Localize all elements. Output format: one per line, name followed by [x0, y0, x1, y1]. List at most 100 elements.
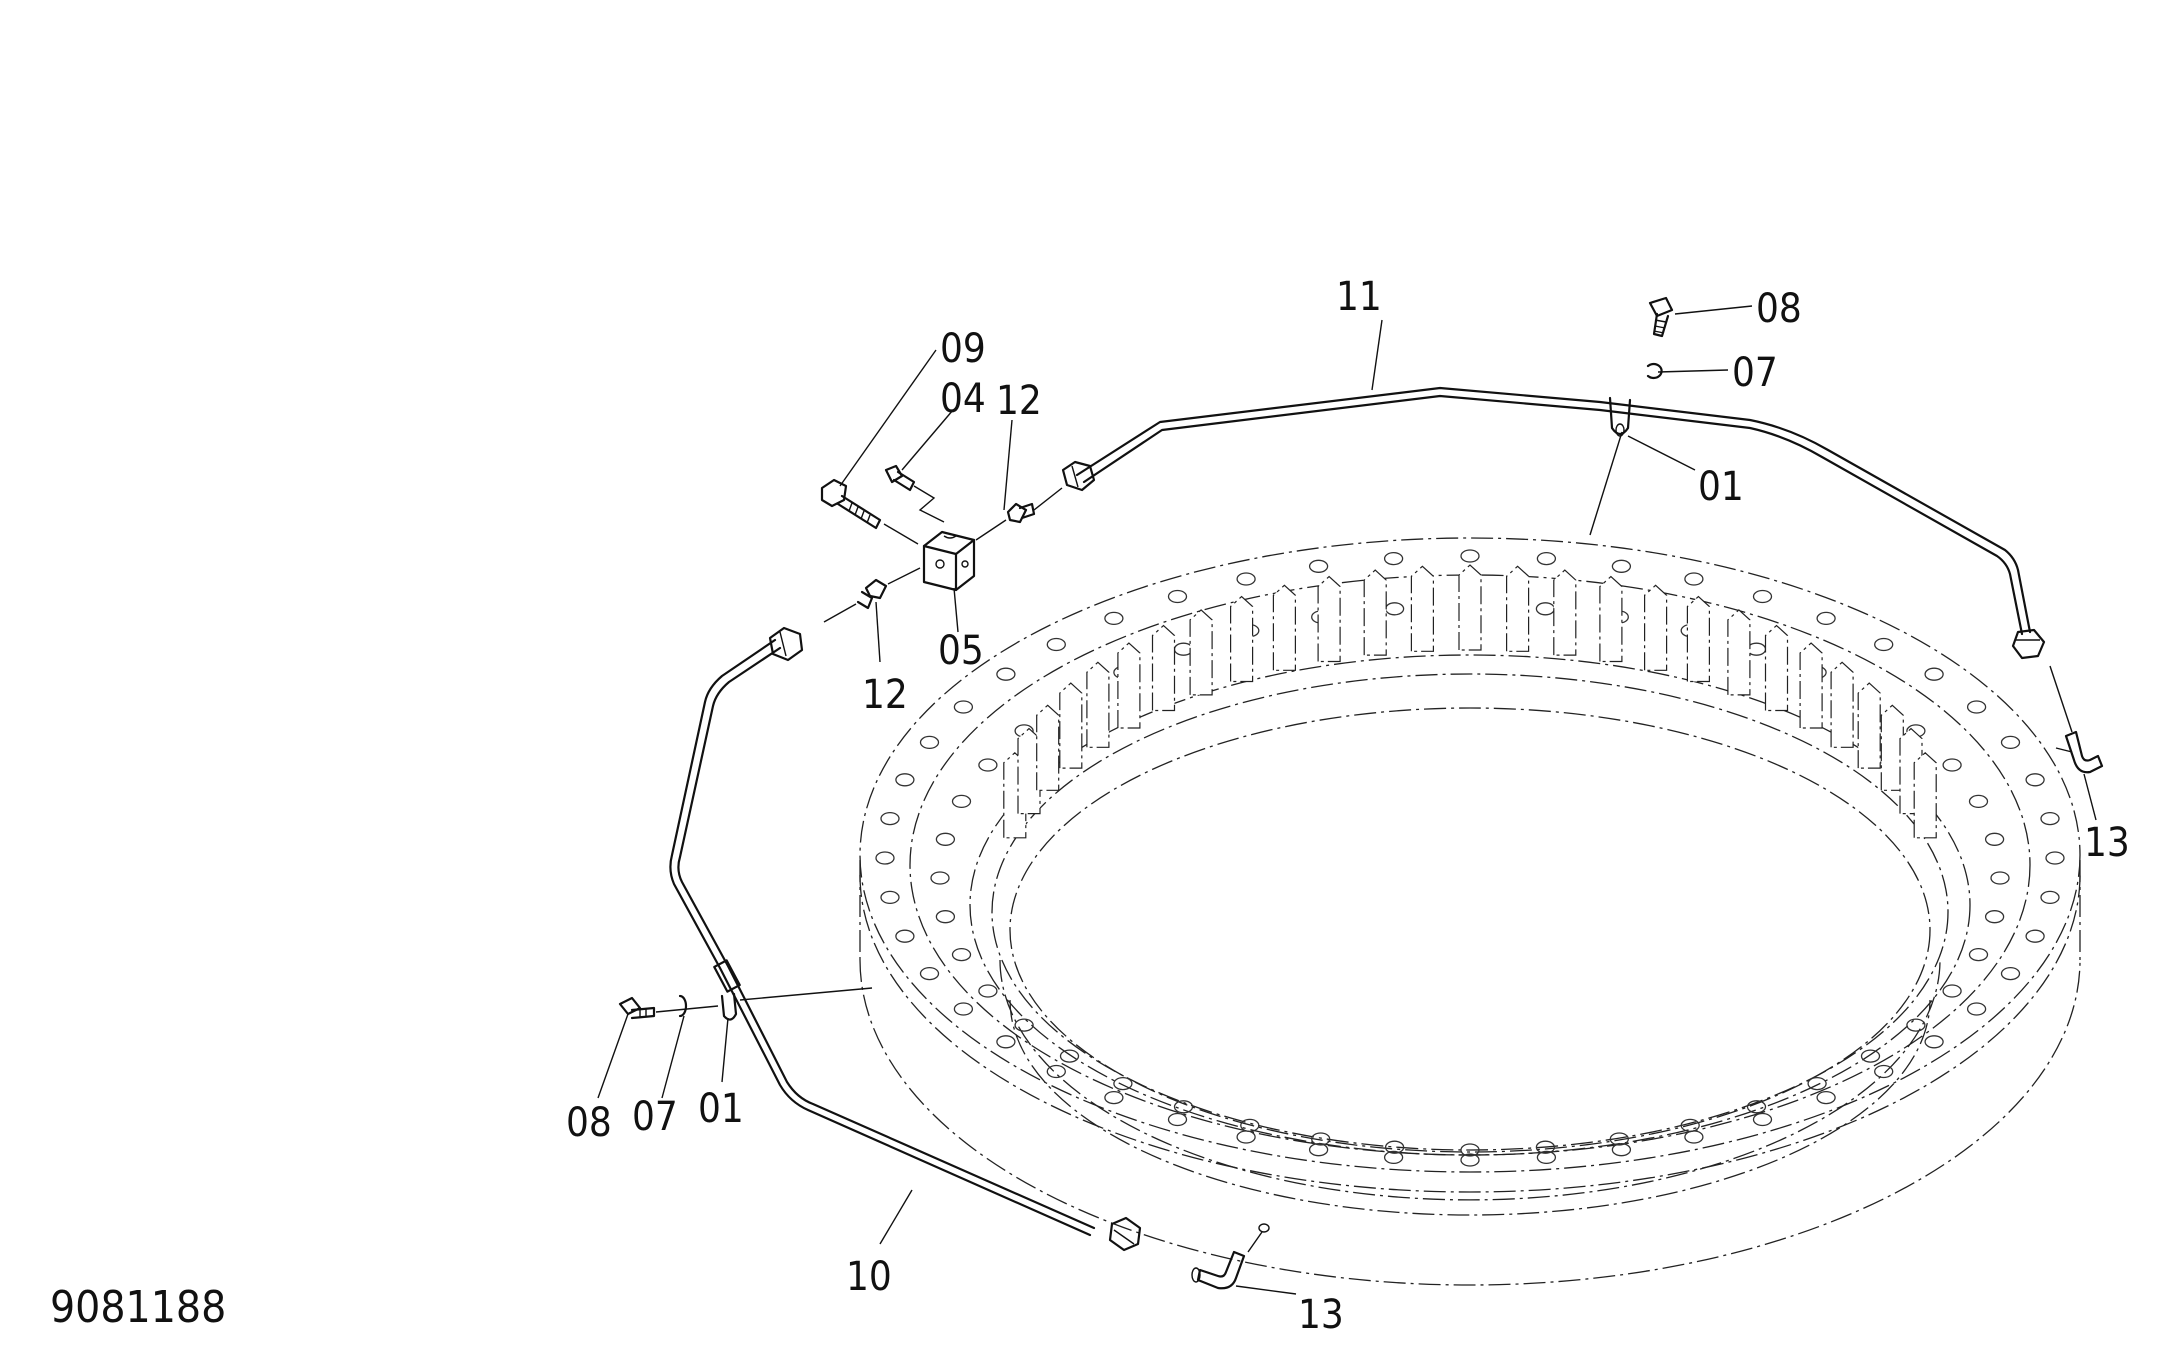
fitting-icon-12-bottom[interactable] — [823, 567, 921, 623]
bolt-hole — [919, 966, 940, 981]
bolt-hole — [880, 890, 900, 905]
bolt-hole-inner — [935, 910, 956, 924]
bolt-hole-inner — [1059, 1049, 1080, 1063]
bolt-hole — [1966, 1002, 1987, 1016]
lower-pipe[interactable] — [669, 626, 1142, 1252]
bolt-hole — [1816, 1090, 1836, 1105]
callout-10: 10 — [846, 1254, 892, 1300]
washer-icon-left[interactable] — [678, 994, 688, 1018]
upper-pipe[interactable] — [1061, 386, 2046, 660]
screw-icon-left[interactable] — [618, 996, 719, 1020]
lower-pipe-nut — [768, 626, 804, 662]
bolt-hole-inner — [1173, 1100, 1194, 1114]
gear-tooth — [1799, 642, 1823, 729]
bolt-hole — [2025, 773, 2045, 787]
callout-12-top: 12 — [996, 378, 1042, 424]
bolt-hole — [996, 667, 1016, 681]
bolt-hole — [1684, 1130, 1704, 1144]
washer-icon[interactable] — [1646, 362, 1663, 380]
bolt-hole — [1752, 589, 1773, 604]
bolt-hole-inner — [1990, 871, 2010, 885]
gear-tooth — [1189, 609, 1213, 696]
bolt-hole — [1816, 611, 1836, 626]
gear-tooth — [1317, 575, 1341, 663]
gear-tooth — [1059, 682, 1083, 769]
bolt-hole — [1383, 1150, 1404, 1165]
clamp-icon-left[interactable] — [720, 992, 738, 1021]
bolt-hole — [1536, 551, 1557, 566]
bolt-hole-inner — [1746, 1100, 1767, 1114]
bolt-hole — [2025, 929, 2045, 943]
bolt-hole — [1611, 1143, 1632, 1157]
bolt-hole — [1684, 572, 1704, 586]
gear-tooth — [1230, 595, 1254, 683]
upper-pipe-nut-right — [2011, 628, 2046, 660]
bolt-hole-inner — [1860, 1049, 1881, 1063]
callout-08: 08 — [1756, 286, 1802, 332]
callout-07: 07 — [1732, 350, 1778, 396]
callout-09: 09 — [940, 326, 986, 372]
elbow-icon-right[interactable] — [2049, 665, 2104, 774]
bolt-hole — [1236, 572, 1256, 586]
gear-tooth — [1830, 661, 1854, 748]
gear-tooth — [1506, 565, 1530, 652]
callout-07-left: 07 — [632, 1094, 678, 1140]
gear-tooth — [1727, 609, 1751, 696]
bolt-hole — [1046, 1064, 1066, 1079]
callout-13-right: 13 — [2084, 820, 2130, 866]
bolt-hole — [2040, 811, 2060, 826]
bolt-hole — [1167, 1112, 1188, 1127]
bolt-hole — [1924, 667, 1944, 681]
callout-04: 04 — [940, 376, 986, 422]
callouts: 11 08 07 01 09 04 12 05 12 13 08 07 01 1… — [566, 274, 2130, 1338]
bolt-hole-inner — [951, 947, 972, 962]
bolt-hole-inner — [1014, 1018, 1034, 1032]
gear-tooth — [1410, 565, 1434, 652]
bolt-hole — [875, 851, 895, 865]
bolt-hole — [1874, 637, 1894, 652]
junction-block[interactable] — [922, 530, 976, 592]
bolt-hole — [919, 735, 940, 750]
bolt-hole — [1167, 589, 1188, 604]
bolt-hole-inner — [1535, 602, 1556, 616]
bolt-hole — [2040, 890, 2060, 905]
leader-lines — [597, 305, 2097, 1295]
bolt-hole-inner — [1807, 1076, 1827, 1091]
fitting-icon-12-top[interactable] — [975, 487, 1063, 541]
bolt-hole — [2045, 851, 2065, 865]
bolt-hole — [1236, 1130, 1256, 1144]
bolt-hole — [1874, 1064, 1894, 1079]
drawing-number: 9081188 — [50, 1282, 226, 1333]
gear-tooth — [1086, 661, 1110, 748]
upper-pipe-nut — [1061, 460, 1096, 492]
bolt-hole — [1966, 700, 1987, 714]
bolt-hole — [1308, 559, 1329, 573]
slewing-ring — [859, 537, 2081, 1286]
bolt-hole — [1383, 551, 1404, 566]
bolt-hole-inner — [1113, 1076, 1133, 1091]
gear-tooth — [1644, 584, 1668, 671]
callout-12-bottom: 12 — [862, 672, 908, 718]
bolt-hole — [1460, 549, 1480, 563]
bolt-hole-inner — [1240, 1118, 1260, 1133]
callout-08-left: 08 — [566, 1100, 612, 1146]
callout-13-bottom: 13 — [1298, 1292, 1344, 1338]
gear-tooth — [1857, 682, 1881, 769]
bolt-hole — [1924, 1035, 1944, 1049]
bolt-hole — [895, 929, 915, 943]
bolt-hole-inner — [1968, 794, 1989, 809]
bolt-hole — [1611, 559, 1632, 573]
bolt-hole-inner — [1906, 1018, 1926, 1032]
elbow-icon[interactable] — [1191, 1223, 1270, 1290]
clamp-icon[interactable] — [1608, 396, 1632, 437]
gear-tooth — [1553, 569, 1577, 656]
bolt-hole-inner — [1942, 758, 1962, 772]
bolt-hole — [880, 811, 900, 826]
bolt-hole-inner — [1535, 1140, 1556, 1154]
bolt-hole — [1104, 611, 1124, 626]
bolt-icon[interactable] — [820, 478, 919, 545]
screw-icon[interactable] — [1648, 296, 1674, 338]
fitting-icon[interactable] — [884, 464, 945, 523]
gear-tooth — [1458, 564, 1482, 651]
